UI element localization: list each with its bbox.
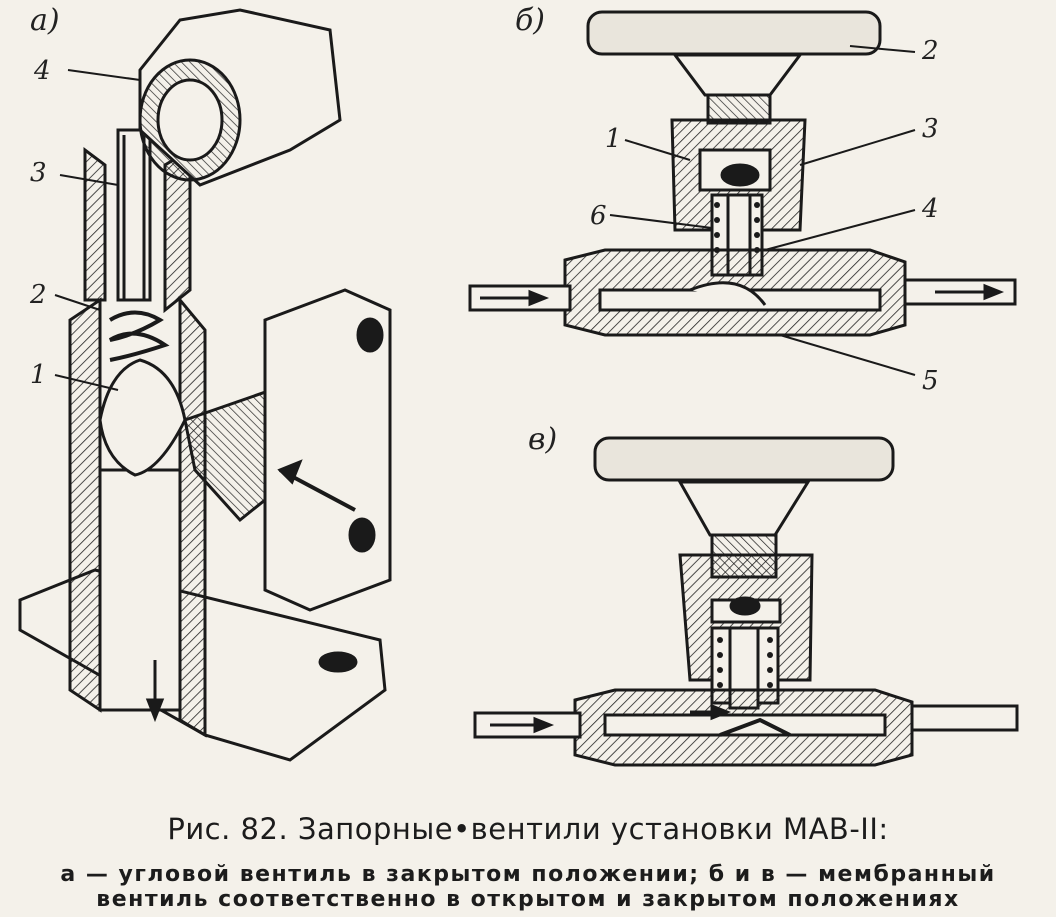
- callout-a-2: 2: [30, 280, 47, 310]
- figure-caption-line-1: а — угловой вентиль в закрытом положении…: [60, 862, 996, 887]
- callout-a-4: 4: [34, 56, 51, 86]
- callout-b-6: 6: [590, 201, 607, 231]
- diaphragm-valve-open-drawing: [468, 10, 1017, 376]
- callout-b-5: 5: [922, 366, 939, 396]
- callout-b-1: 1: [605, 124, 622, 154]
- callout-a-1: 1: [30, 360, 47, 390]
- callout-a-3: 3: [30, 158, 47, 188]
- angle-valve-drawing: [18, 8, 392, 762]
- panel-c-label: в): [528, 422, 558, 457]
- figure-caption-line-2: вентиль соответственно в открытом и закр…: [96, 887, 960, 912]
- figure-caption-title: Рис. 82. Запорные•вентили установки МАВ-…: [167, 812, 889, 846]
- callout-b-4: 4: [922, 194, 939, 224]
- panel-b-label: б): [515, 3, 546, 38]
- panel-a-label: а): [30, 3, 60, 38]
- diaphragm-valve-closed-drawing: [473, 436, 1019, 767]
- callout-b-3: 3: [922, 114, 939, 144]
- callout-b-2: 2: [922, 36, 939, 66]
